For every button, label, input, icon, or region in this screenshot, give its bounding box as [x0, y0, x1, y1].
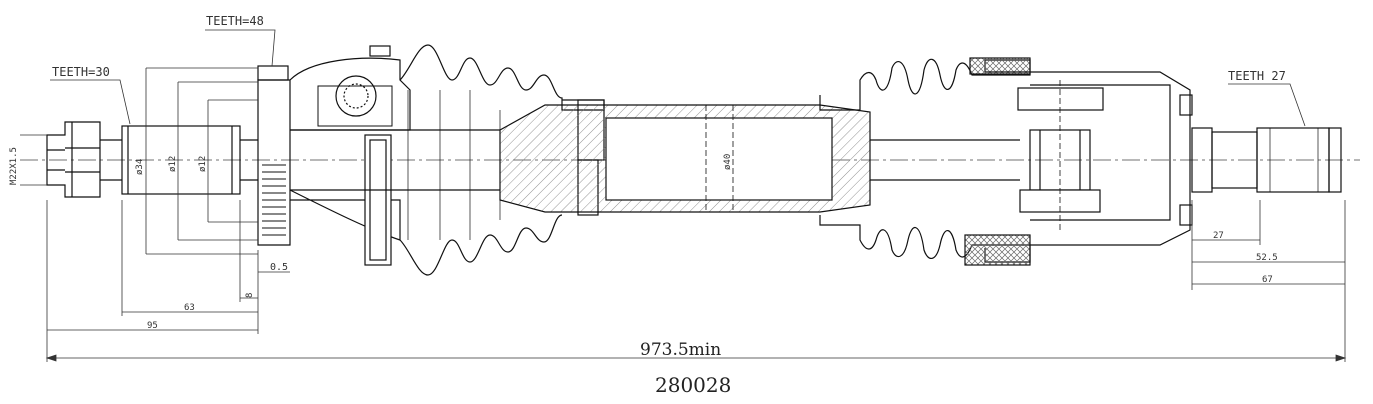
dim-0-5-label: 0.5	[270, 262, 288, 273]
teeth-inner-label: TEETH 27	[1228, 69, 1286, 83]
dim-8-label: 8	[245, 293, 255, 298]
teeth-abs-label: TEETH=48	[206, 14, 264, 28]
dia-a-label: ø34	[135, 159, 145, 175]
dim-67-label: 67	[1262, 275, 1273, 285]
dim-63-label: 63	[184, 303, 195, 313]
outer-stub-axle	[46, 121, 258, 198]
abs-tone-ring	[262, 164, 286, 236]
inner-stub-axle	[1191, 127, 1342, 193]
dimension-lines	[20, 29, 1347, 362]
dia-b-label: ø12	[168, 156, 178, 172]
dim-52-5-label: 52.5	[1256, 253, 1278, 263]
intermediate-shaft-tube	[290, 104, 871, 213]
inner-tripod-joint	[985, 71, 1193, 246]
dim-27-label: 27	[1213, 231, 1224, 241]
teeth-outer-label: TEETH=30	[52, 65, 110, 79]
part-number: 280028	[655, 373, 731, 397]
inner-boot	[819, 57, 1031, 266]
dia-c-label: ø12	[198, 156, 208, 172]
dim-95-label: 95	[147, 321, 158, 331]
thread-label: M22X1.5	[9, 147, 19, 185]
drawing-labels: TEETH=30 TEETH=48 TEETH 27 M22X1.5 ø34 ø…	[9, 14, 1286, 397]
overall-length-label: 973.5min	[640, 340, 721, 360]
dia-tube-label: ø40	[723, 154, 733, 170]
outer-cv-joint	[257, 45, 411, 246]
